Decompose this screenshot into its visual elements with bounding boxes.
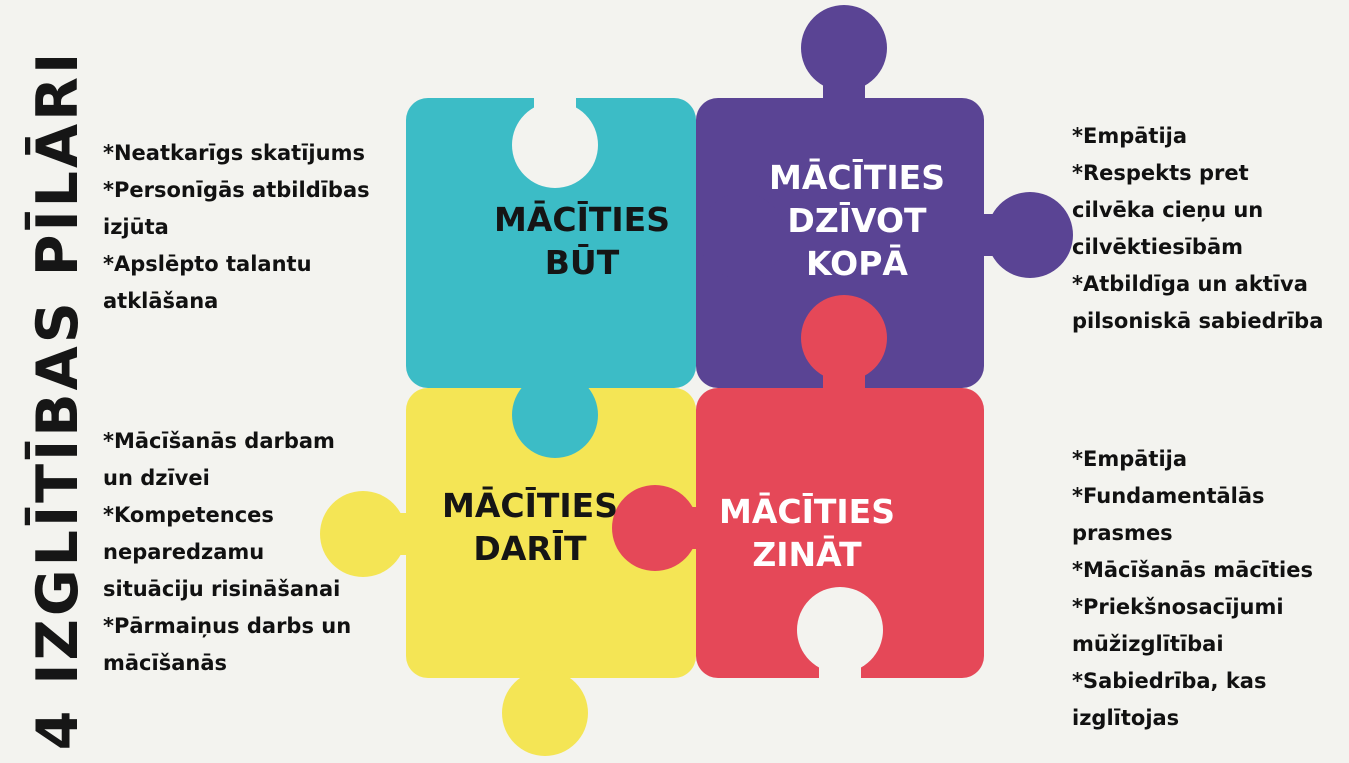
list-bottom-left: *Mācīšanās darbam un dzīvei *Kompetences… (103, 423, 351, 682)
label-line: MĀCĪTIES (719, 492, 895, 531)
list-item: *Mācīšanās mācīties (1072, 558, 1313, 582)
list-item: mūžizglītībai (1072, 632, 1224, 656)
list-item: pilsoniskā sabiedrība (1072, 309, 1324, 333)
puzzle-piece-purple (696, 5, 1073, 388)
list-item: un dzīvei (103, 466, 210, 490)
puzzle-piece-yellow (320, 388, 696, 756)
list-item: *Pārmaiņus darbs un (103, 614, 352, 638)
list-item: situāciju risināšanai (103, 577, 341, 601)
list-item: *Apslēpto talantu (103, 252, 312, 276)
list-item: izglītojas (1072, 706, 1180, 730)
piece-label-macities-zinat: MĀCĪTIES ZINĀT (719, 490, 895, 576)
label-line: MĀCĪTIES (442, 486, 618, 525)
puzzle-piece-red (612, 295, 984, 680)
list-bottom-right: *Empātija *Fundamentālās prasmes *Mācīša… (1072, 441, 1313, 737)
list-item: atklāšana (103, 289, 219, 313)
piece-label-macities-but: MĀCĪTIES BŪT (494, 198, 670, 284)
piece-label-macities-darit: MĀCĪTIES DARĪT (442, 484, 618, 570)
list-item: *Personīgās atbildības (103, 178, 370, 202)
list-item: *Atbildīga un aktīva (1072, 272, 1308, 296)
label-line: DZĪVOT (787, 201, 927, 240)
list-item: *Fundamentālās (1072, 484, 1265, 508)
list-item: izjūta (103, 215, 169, 239)
list-item: neparedzamu (103, 540, 265, 564)
list-item: *Neatkarīgs skatījums (103, 141, 365, 165)
list-item: *Empātija (1072, 447, 1188, 471)
list-top-left: *Neatkarīgs skatījums *Personīgās atbild… (103, 135, 370, 320)
label-line: BŪT (544, 243, 620, 282)
list-item: cilvēka cieņu un (1072, 198, 1264, 222)
label-line: ZINĀT (752, 535, 862, 574)
puzzle-piece-teal (406, 96, 785, 458)
label-line: KOPĀ (806, 244, 908, 283)
label-line: MĀCĪTIES (494, 200, 670, 239)
list-item: cilvēktiesībām (1072, 235, 1244, 259)
piece-label-macities-dzivot-kopa: MĀCĪTIES DZĪVOT KOPĀ (769, 156, 945, 285)
list-item: *Mācīšanās darbam (103, 429, 335, 453)
list-item: mācīšanās (103, 651, 227, 675)
label-line: DARĪT (473, 529, 587, 568)
list-item: *Kompetences (103, 503, 274, 527)
label-line: MĀCĪTIES (769, 158, 945, 197)
list-item: *Respekts pret (1072, 161, 1249, 185)
list-item: *Priekšnosacījumi (1072, 595, 1284, 619)
list-top-right: *Empātija *Respekts pret cilvēka cieņu u… (1072, 118, 1323, 340)
list-item: prasmes (1072, 521, 1173, 545)
list-item: *Empātija (1072, 124, 1188, 148)
list-item: *Sabiedrība, kas (1072, 669, 1267, 693)
